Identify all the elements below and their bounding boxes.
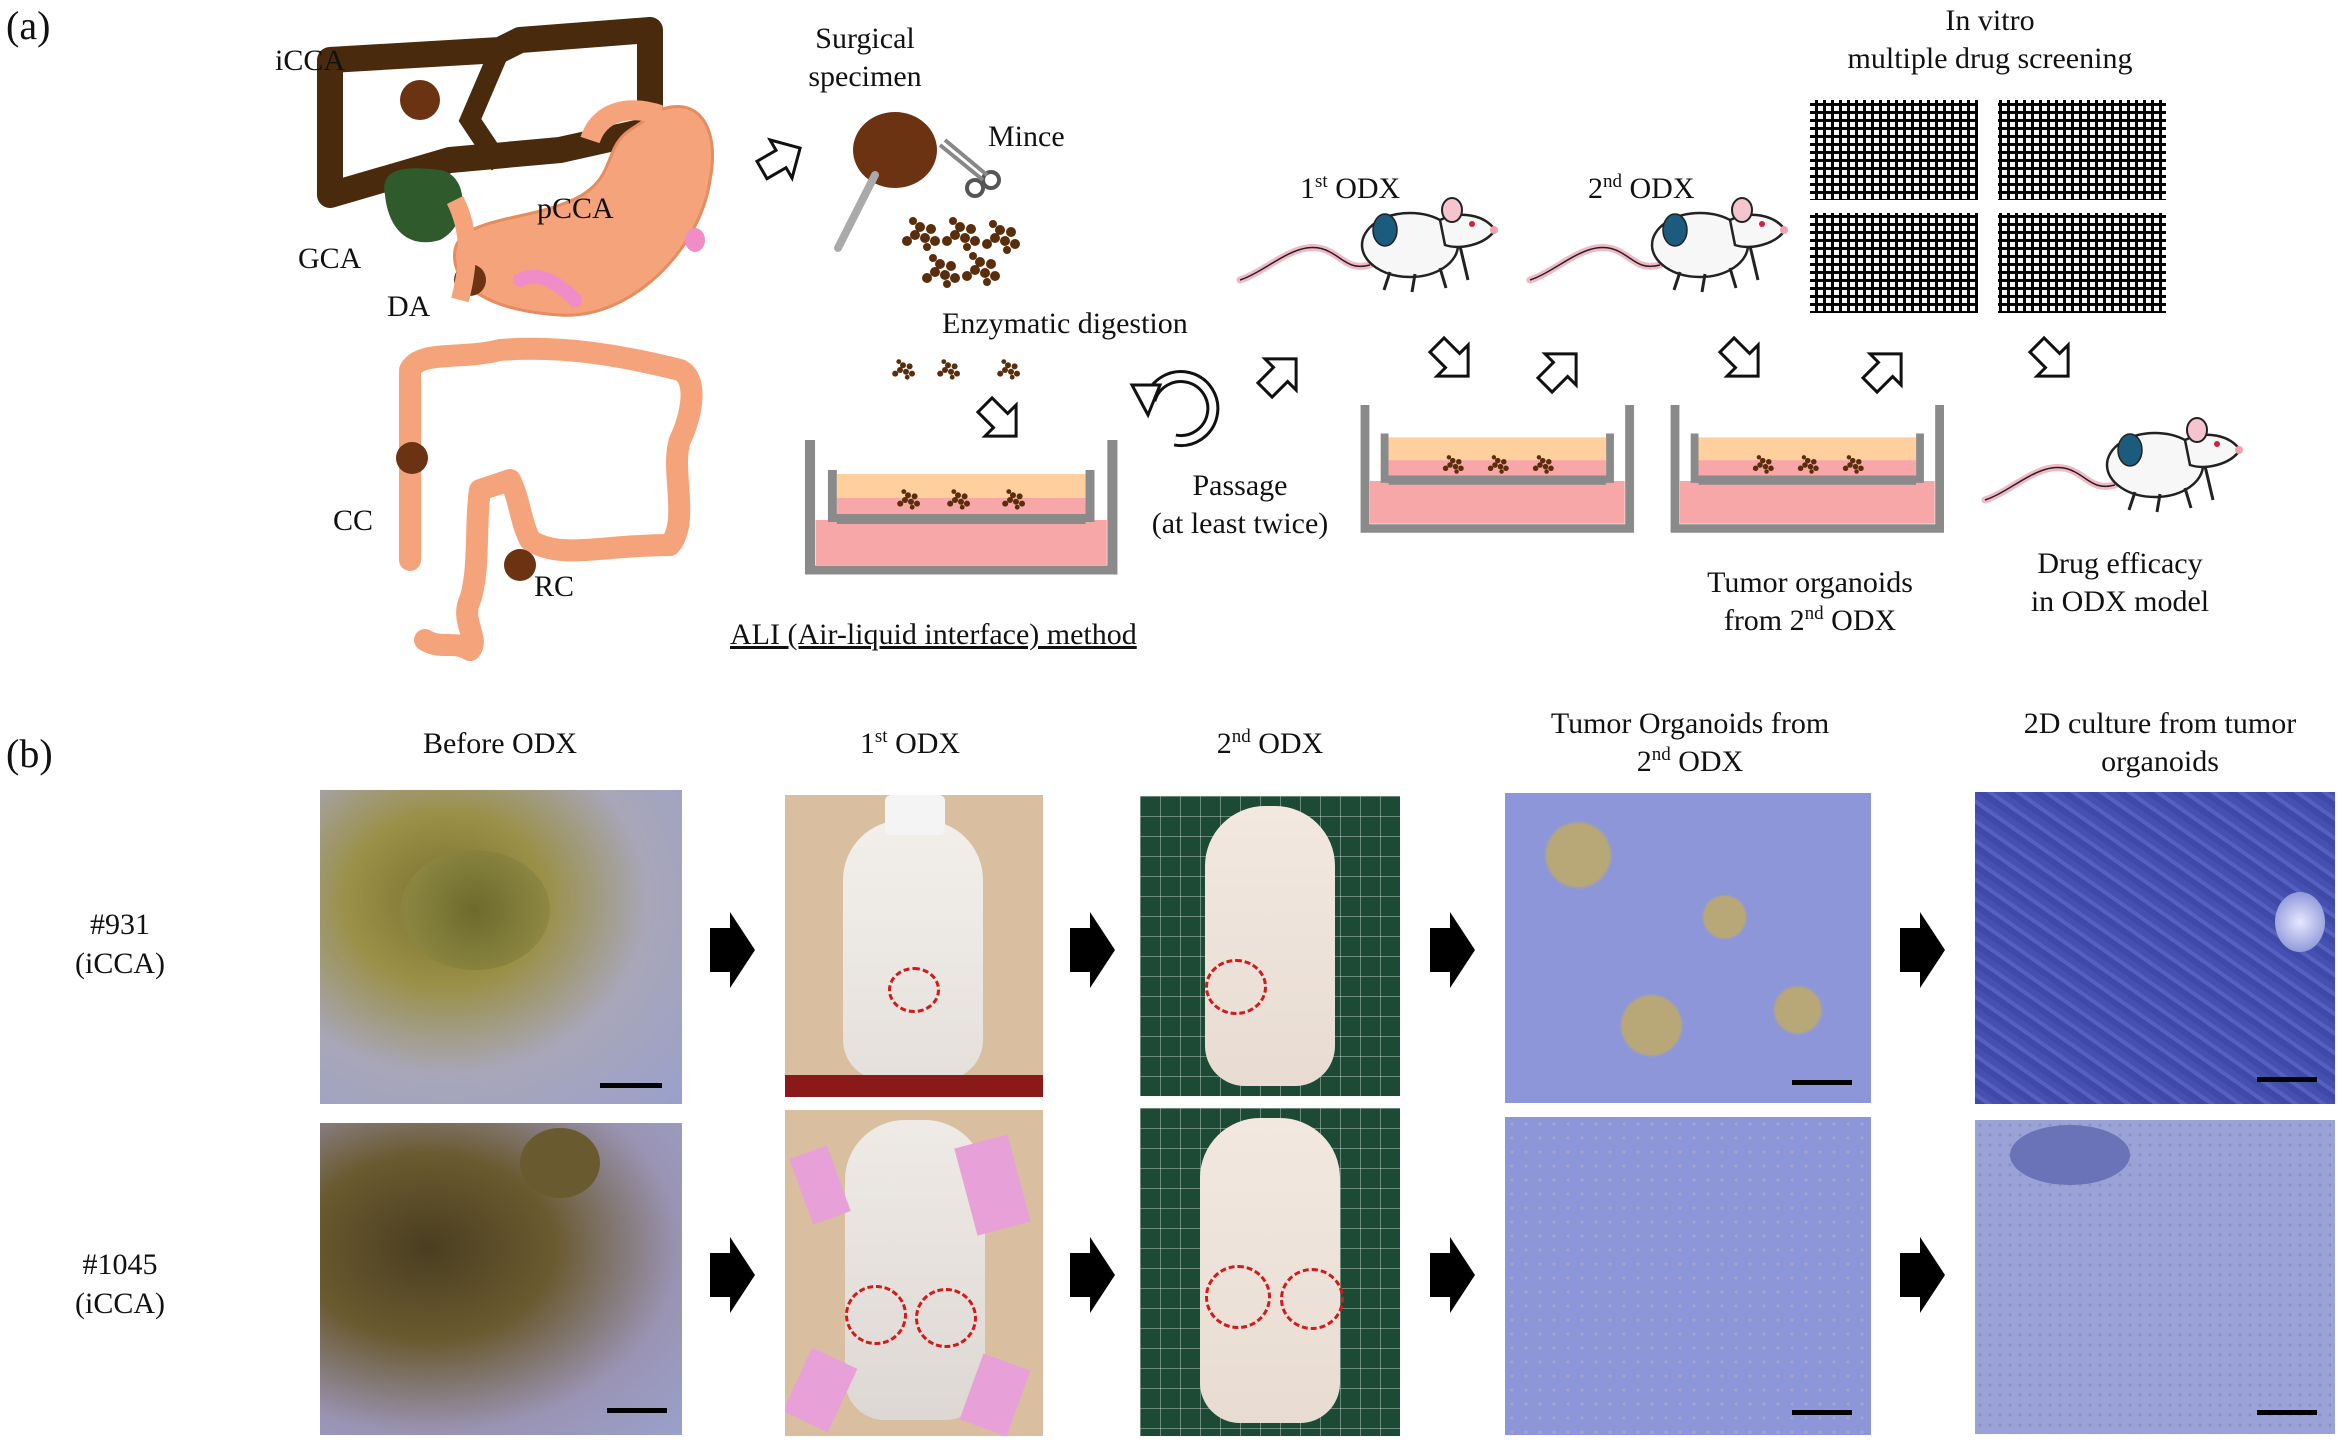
colon-drawing (399, 337, 703, 661)
gallbladder-drawing (384, 168, 463, 243)
label-in-vitro: In vitro multiple drug screening (1847, 4, 2133, 75)
photo-931-odx1 (785, 795, 1043, 1097)
odx1-well (1365, 405, 1630, 529)
scale-bar (607, 1408, 667, 1413)
scale-bar (600, 1083, 662, 1088)
col-header-odx1: 1st ODX (859, 726, 961, 760)
minced-fragments (902, 217, 1020, 288)
label-mince: Mince (988, 120, 1065, 153)
row-label-931: #931(iCCA) (75, 908, 165, 980)
arrow-right-icon (1070, 1237, 1115, 1313)
scale-bar (2257, 1410, 2317, 1415)
label-icca: iCCA (275, 44, 346, 77)
panel-a-tag: (a) (6, 3, 51, 48)
tumor-circle (888, 967, 940, 1013)
arrow-right-icon (710, 912, 755, 988)
scale-bar (1792, 1080, 1852, 1085)
label-pcca: pCCA (537, 192, 614, 225)
photo-1045-2d-culture (1975, 1120, 2335, 1434)
panel-a-illustration (317, 17, 2338, 661)
col-header-odx2: 2nd ODX (1216, 726, 1324, 760)
arrow-right-icon (1070, 912, 1115, 988)
scale-bar (2257, 1077, 2317, 1082)
arrow-right-icon (1900, 1237, 1945, 1313)
photo-1045-odx1 (785, 1110, 1043, 1436)
scale-bar (1792, 1410, 1852, 1415)
tumor-circle (915, 1288, 977, 1348)
photo-931-odx2 (1140, 796, 1400, 1096)
specimen-blob (853, 112, 937, 188)
photo-931-organoids (1505, 793, 1871, 1103)
organoid-well (1675, 405, 1940, 529)
scissors-icon (938, 138, 1001, 198)
tumor-circle (845, 1285, 907, 1345)
screening-plates (1810, 100, 2166, 313)
tumor-circle (1205, 1265, 1271, 1329)
label-ali-method: ALI (Air-liquid interface) method (730, 618, 1137, 651)
label-enzymatic-digestion: Enzymatic digestion (942, 307, 1188, 340)
label-rc: RC (534, 570, 575, 603)
row-label-1045: #1045(iCCA) (75, 1248, 165, 1320)
photo-1045-before-odx (320, 1123, 682, 1435)
arrow-right-icon (1430, 1237, 1475, 1313)
label-surgical-specimen: Surgical specimen (808, 22, 922, 93)
label-gca: GCA (298, 242, 362, 275)
label-da: DA (387, 290, 431, 323)
arrow-right-icon (1430, 912, 1475, 988)
label-drug-efficacy: Drug efficacy in ODX model (2030, 547, 2210, 618)
label-passage: Passage (at least twice) (1151, 469, 1329, 540)
photo-931-2d-culture (1975, 792, 2335, 1104)
photo-931-before-odx (320, 790, 682, 1104)
stomach-drawing (446, 100, 715, 317)
col-header-before: Before ODX (422, 727, 578, 760)
arrow-right-icon (1900, 912, 1945, 988)
digested-clusters (892, 359, 1020, 380)
col-header-2d-culture: 2D culture from tumor organoids (2023, 707, 2297, 778)
tumor-circle (1280, 1268, 1344, 1330)
passage-cycle-icon (1129, 370, 1220, 448)
photo-1045-organoids (1505, 1117, 1871, 1435)
label-cc: CC (333, 504, 374, 537)
label-odx2: 2nd ODX (1588, 171, 1695, 205)
tumor-circle (1205, 959, 1267, 1015)
arrow-right-icon (710, 1237, 755, 1313)
ali-well (810, 440, 1112, 570)
label-odx1: 1st ODX (1300, 171, 1401, 205)
panel-b-tag: (b) (6, 731, 53, 776)
photo-1045-odx2 (1140, 1108, 1400, 1436)
